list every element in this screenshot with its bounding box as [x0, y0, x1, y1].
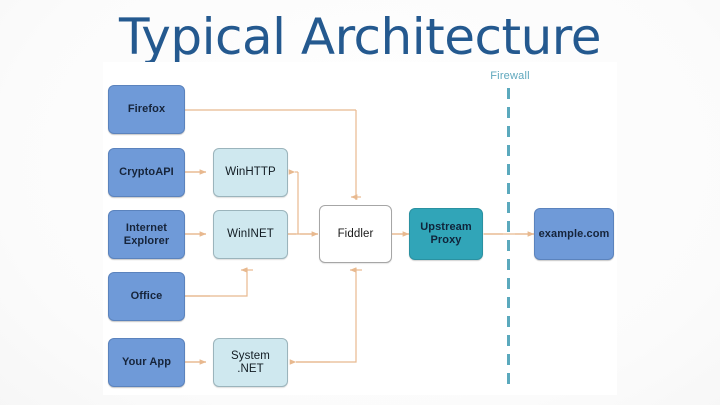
node-cryptoapi-label: CryptoAPI	[119, 166, 174, 178]
node-system-net-label-line1: System	[231, 349, 270, 362]
node-system-net-label: System .NET	[231, 350, 270, 376]
node-firefox-label: Firefox	[127, 103, 166, 115]
firewall-label: Firewall	[490, 70, 530, 82]
node-internet-explorer-label-line2: Explorer	[123, 234, 170, 247]
node-fiddler-label: Fiddler	[337, 227, 374, 240]
node-upstream-proxy-label-line2: Proxy	[430, 234, 462, 246]
node-system-net[interactable]: System .NET	[213, 338, 288, 387]
node-system-net-label-line2: .NET	[237, 362, 264, 375]
node-wininet[interactable]: WinINET	[213, 210, 288, 259]
node-cryptoapi[interactable]: CryptoAPI	[108, 148, 185, 197]
node-firefox[interactable]: Firefox	[108, 85, 185, 134]
node-your-app[interactable]: Your App	[108, 338, 185, 387]
node-your-app-label: Your App	[121, 356, 172, 368]
node-internet-explorer-label: Internet Explorer	[124, 222, 169, 248]
node-upstream-proxy-label: Upstream Proxy	[420, 221, 472, 247]
node-example-com-label: example.com	[538, 227, 610, 240]
node-wininet-label: WinINET	[227, 228, 274, 240]
node-upstream-proxy-label-line1: Upstream	[420, 221, 472, 233]
node-example-com[interactable]: example.com	[534, 208, 614, 260]
node-office-label: Office	[130, 290, 163, 302]
firewall-dashed-line	[507, 88, 510, 392]
node-fiddler[interactable]: Fiddler	[319, 205, 392, 263]
node-upstream-proxy[interactable]: Upstream Proxy	[409, 208, 483, 260]
node-winhttp[interactable]: WinHTTP	[213, 148, 288, 197]
node-internet-explorer[interactable]: Internet Explorer	[108, 210, 185, 259]
node-winhttp-label: WinHTTP	[225, 166, 276, 178]
page-title: Typical Architecture	[119, 8, 602, 66]
node-office[interactable]: Office	[108, 272, 185, 321]
node-internet-explorer-label-line1: Internet	[125, 221, 168, 234]
